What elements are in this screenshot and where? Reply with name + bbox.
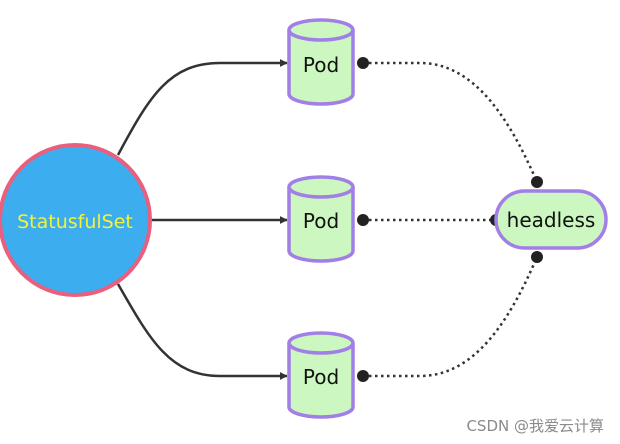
statefulset-label: StatusfulSet bbox=[17, 211, 133, 233]
pod-node-1: Pod bbox=[287, 18, 355, 106]
edge-statefulset-pod-1 bbox=[116, 59, 288, 156]
edge-pod-1-headless bbox=[363, 61, 539, 183]
edge-pod-3-headless bbox=[363, 256, 539, 378]
headless-label: headless bbox=[507, 208, 596, 232]
pod-to-headless-edges bbox=[357, 57, 543, 382]
connector-dot-pod-3 bbox=[357, 370, 369, 382]
pod-node-3: Pod bbox=[287, 331, 355, 419]
connector-dot-headless-bottom bbox=[531, 251, 543, 263]
connector-dot-headless-top bbox=[531, 176, 543, 188]
statefulset-node: StatusfulSet bbox=[0, 143, 152, 297]
pod-node-2: Pod bbox=[287, 175, 355, 263]
edge-statefulset-pod-3 bbox=[116, 283, 288, 380]
pod-label: Pod bbox=[303, 365, 339, 389]
headless-service-node: headless bbox=[494, 189, 608, 250]
connector-dot-pod-2 bbox=[357, 214, 369, 226]
connector-dot-pod-1 bbox=[357, 57, 369, 69]
pod-label: Pod bbox=[303, 209, 339, 233]
watermark: CSDN @我爱云计算 bbox=[466, 417, 604, 435]
statefulset-to-pod-edges bbox=[116, 59, 288, 380]
pod-label: Pod bbox=[303, 53, 339, 77]
